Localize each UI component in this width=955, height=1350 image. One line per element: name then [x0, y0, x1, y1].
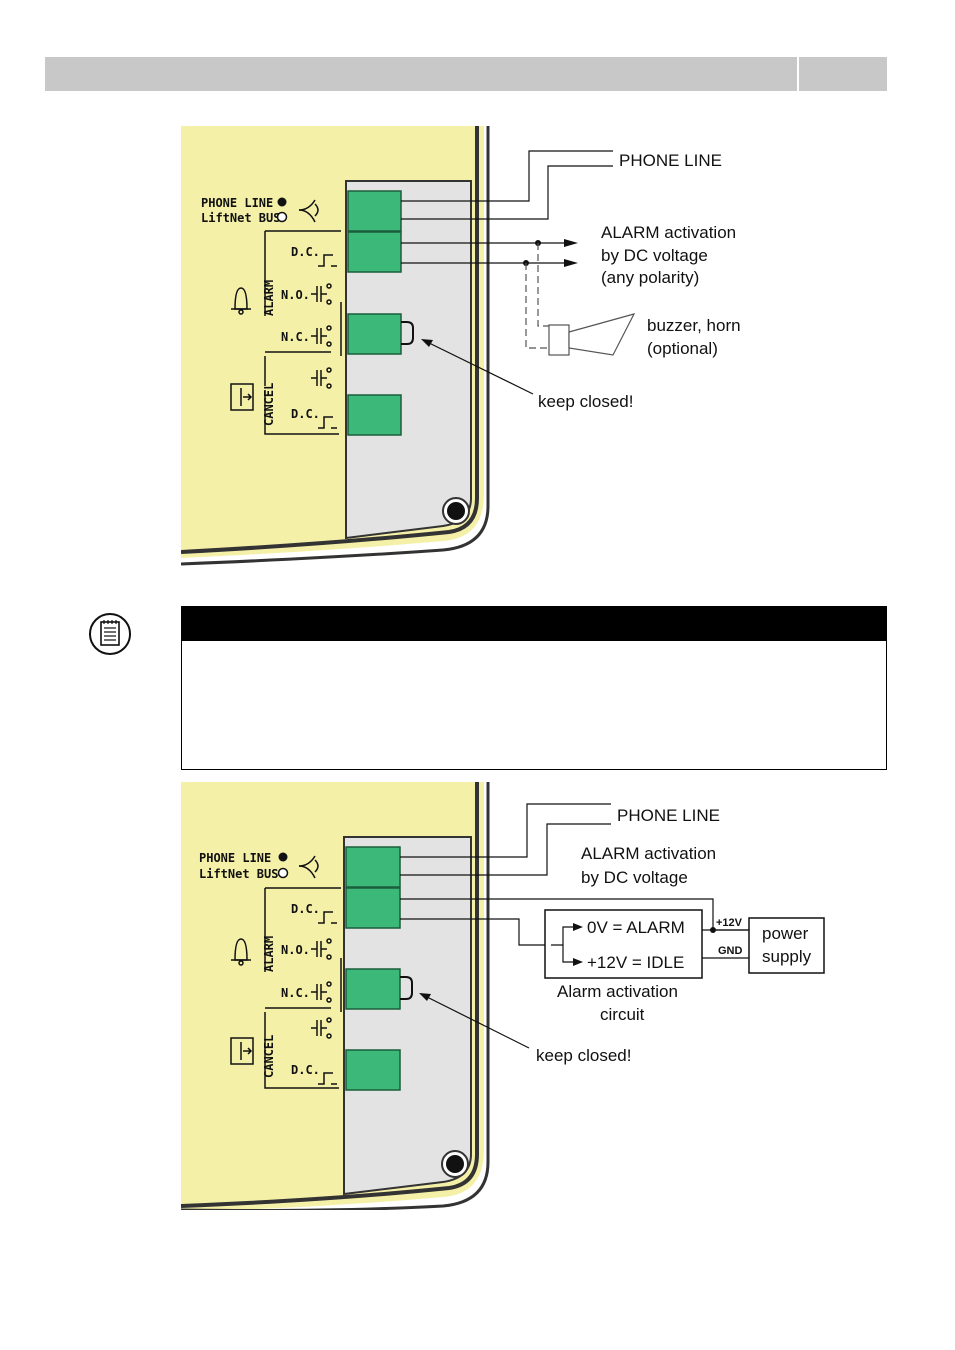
callout-alarm-activation-3: (any polarity)	[601, 268, 699, 287]
power-supply-box	[748, 917, 825, 974]
callout-phone-line: PHONE LINE	[617, 806, 720, 825]
label-gnd: GND	[718, 945, 743, 957]
callout-keep-closed: keep closed!	[538, 392, 633, 411]
label-cancel: CANCEL	[262, 383, 276, 426]
callout-circuit-2: circuit	[600, 1005, 645, 1024]
bell-icon	[231, 938, 251, 966]
header-page-box	[799, 57, 887, 91]
jumper-loop	[400, 976, 413, 1000]
callout-circuit-1: Alarm activation	[557, 982, 678, 1001]
label-phone-line: PHONE LINE	[199, 851, 271, 865]
phone-connector-icon	[298, 855, 319, 879]
wiring-diagram-dc-alarm: PHONE LINE LiftNet BUS D.C. N.O. N.C. AL…	[181, 126, 781, 566]
callout-buzzer-1: buzzer, horn	[647, 316, 741, 335]
terminal-phone-line	[345, 846, 401, 888]
terminal-dc-cancel	[347, 394, 402, 436]
note-icon	[88, 612, 132, 656]
no-contact-icon	[311, 938, 332, 960]
label-alarm: ALARM	[262, 280, 276, 316]
label-twelve-v-idle: +12V = IDLE	[587, 953, 684, 972]
label-dc-2: D.C.	[291, 407, 320, 421]
label-zero-v-alarm: 0V = ALARM	[587, 918, 685, 937]
terminal-nc	[347, 313, 402, 355]
terminal-nc	[345, 968, 401, 1010]
phone-connector-icon	[298, 199, 319, 223]
jumper-loop	[401, 321, 414, 345]
phone-line-wires	[400, 803, 611, 876]
label-power-2: supply	[762, 947, 812, 966]
note-box-header	[182, 607, 886, 641]
bell-icon	[231, 287, 251, 315]
no-contact-icon	[311, 283, 332, 305]
wiring-diagram-alarm-circuit: PHONE LINE LiftNet BUS D.C. N.O. N.C. AL…	[181, 782, 841, 1210]
phone-line-wires	[401, 150, 613, 220]
label-alarm: ALARM	[262, 936, 276, 972]
label-liftnet-bus: LiftNet BUS	[201, 211, 280, 225]
label-phone-line: PHONE LINE	[201, 196, 273, 210]
terminal-phone-line	[347, 190, 402, 232]
callout-alarm-activation-2: by DC voltage	[601, 246, 708, 265]
terminal-dc-alarm	[345, 887, 401, 929]
terminal-dc-cancel	[345, 1049, 401, 1091]
label-no: N.O.	[281, 943, 310, 957]
callout-alarm-activation-2: by DC voltage	[581, 868, 688, 887]
door-exit-icon	[230, 383, 254, 411]
alarm-activation-circuit-box	[544, 909, 703, 979]
label-dc-1: D.C.	[291, 245, 320, 259]
label-liftnet-bus: LiftNet BUS	[199, 867, 278, 881]
callout-keep-closed: keep closed!	[536, 1046, 631, 1065]
buzzer-wires	[525, 243, 549, 349]
header-bar	[45, 57, 797, 91]
callout-alarm-activation-1: ALARM activation	[581, 844, 716, 863]
label-cancel: CANCEL	[262, 1035, 276, 1078]
label-dc-1: D.C.	[291, 902, 320, 916]
door-exit-icon	[230, 1037, 254, 1065]
callout-phone-line: PHONE LINE	[619, 151, 722, 170]
label-no: N.O.	[281, 288, 310, 302]
callout-alarm-activation-1: ALARM activation	[601, 223, 736, 242]
nc-contact-icon	[311, 325, 332, 347]
label-power-1: power	[762, 924, 809, 943]
callout-buzzer-2: (optional)	[647, 339, 718, 358]
cancel-contact-icon	[311, 367, 332, 389]
terminal-dc-alarm	[347, 231, 402, 273]
cancel-contact-icon	[311, 1017, 332, 1039]
label-dc-2: D.C.	[291, 1063, 320, 1077]
note-box	[181, 606, 887, 770]
label-nc: N.C.	[281, 330, 310, 344]
nc-contact-icon	[311, 981, 332, 1003]
label-nc: N.C.	[281, 986, 310, 1000]
label-plus12v: +12V	[716, 917, 743, 929]
buzzer-horn-icon	[548, 313, 636, 356]
